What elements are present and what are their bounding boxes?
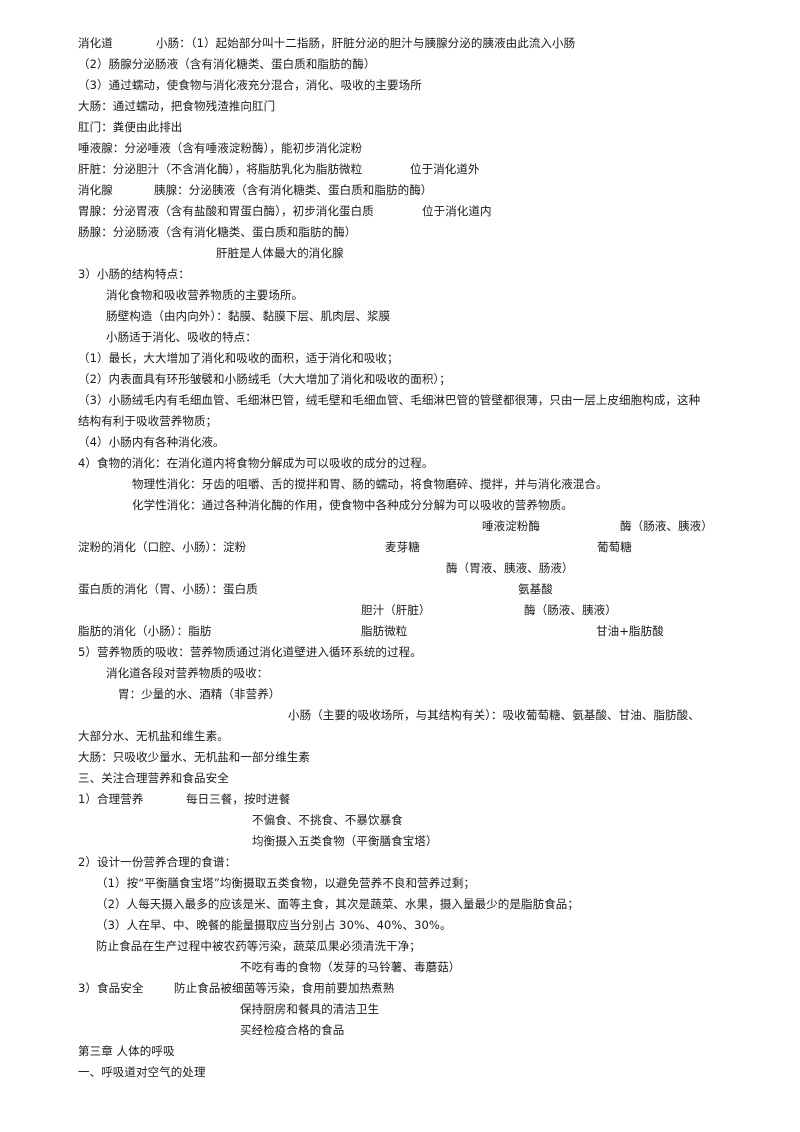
text-fragment: 唾液腺：分泌唾液（含有唾液淀粉酶），能初步消化淀粉 [78, 141, 363, 155]
text-fragment: 消化腺 [78, 183, 113, 197]
text-fragment: 唾液淀粉酶 [482, 519, 540, 533]
text-fragment: 防止食品被细菌等污染，食用前要加热煮熟 [174, 981, 395, 995]
text-fragment: 甘油+脂肪酸 [596, 624, 664, 638]
text-fragment: 1）合理营养 [78, 792, 144, 806]
text-fragment: 蛋白质的消化（胃、小肠）：蛋白质 [78, 582, 258, 596]
text-fragment: 麦芽糖 [385, 540, 420, 554]
text-fragment: （3）通过蠕动，使食物与消化液充分混合，消化、吸收的主要场所 [78, 78, 422, 92]
text-fragment: 肝脏：分泌胆汁（不含消化酶），将脂肪乳化为脂肪微粒 [78, 162, 363, 176]
text-fragment: 胃腺：分泌胃液（含有盐酸和胃蛋白酶），初步消化蛋白质 [78, 204, 374, 218]
text-fragment: 均衡摄入五类食物（平衡膳食宝塔） [252, 834, 438, 848]
text-fragment: 酶（胃液、胰液、肠液） [446, 561, 574, 575]
text-fragment: 2）设计一份营养合理的食谱： [78, 855, 237, 869]
text-fragment: 葡萄糖 [597, 540, 632, 554]
text-fragment: 一、呼吸道对空气的处理 [78, 1065, 206, 1079]
text-fragment: （2）人每天摄入最多的应该是米、面等主食，其次是蔬菜、水果，摄入量最少的是脂肪食… [96, 897, 580, 911]
text-fragment: 消化道 [78, 36, 113, 50]
text-fragment: 化学性消化：通过各种消化酶的作用，使食物中各种成分分解为可以吸收的营养物质。 [132, 498, 573, 512]
text-fragment: 位于消化道内 [422, 204, 492, 218]
text-fragment: 肝脏是人体最大的消化腺 [216, 246, 344, 260]
text-fragment: 不偏食、不挑食、不暴饮暴食 [252, 813, 403, 827]
text-fragment: 肛门：粪便由此排出 [78, 120, 183, 134]
text-fragment: 买经检疫合格的食品 [240, 1023, 345, 1037]
text-fragment: 脂肪的消化（小肠）：脂肪 [78, 624, 212, 638]
text-fragment: 淀粉的消化（口腔、小肠）：淀粉 [78, 540, 247, 554]
text-fragment: 3）小肠的结构特点： [78, 267, 190, 281]
text-fragment: （2）肠腺分泌肠液（含有消化糖类、蛋白质和脂肪的酶） [78, 57, 376, 71]
text-fragment: 消化道各段对营养物质的吸收： [106, 666, 269, 680]
text-fragment: 小肠（主要的吸收场所，与其结构有关）：吸收葡萄糖、氨基酸、甘油、脂肪酸、 [288, 708, 700, 722]
text-fragment: 胰腺：分泌胰液（含有消化糖类、蛋白质和脂肪的酶） [154, 183, 433, 197]
text-fragment: （2）内表面具有环形皱襞和小肠绒毛（大大增加了消化和吸收的面积）； [78, 372, 451, 386]
text-fragment: 酶（肠液、胰液） [524, 603, 617, 617]
text-fragment: 脂肪微粒 [361, 624, 408, 638]
text-fragment: 结构有利于吸收营养物质； [78, 414, 218, 428]
text-fragment: 不吃有毒的食物（发芽的马铃薯、毒蘑菇） [240, 960, 461, 974]
text-fragment: 大部分水、无机盐和维生素。 [78, 729, 229, 743]
text-fragment: 胃：少量的水、酒精（非营养） [118, 687, 281, 701]
text-fragment: 5）营养物质的吸收：营养物质通过消化道壁进入循环系统的过程。 [78, 645, 422, 659]
text-fragment: 氨基酸 [518, 582, 553, 596]
text-fragment: 肠壁构造（由内向外）：黏膜、黏膜下层、肌肉层、浆膜 [106, 309, 391, 323]
text-fragment: 4）食物的消化：在消化道内将食物分解成为可以吸收的成分的过程。 [78, 456, 434, 470]
text-fragment: 小肠：（1）起始部分叫十二指肠，肝脏分泌的胆汁与胰腺分泌的胰液由此流入小肠 [156, 36, 576, 50]
text-fragment: （3）人在早、中、晚餐的能量摄取应当分别占 30%、40%、30%。 [96, 918, 452, 932]
text-fragment: （1）最长，大大增加了消化和吸收的面积，适于消化和吸收； [78, 351, 399, 365]
text-fragment: 每日三餐，按时进餐 [186, 792, 291, 806]
text-fragment: 第三章 人体的呼吸 [78, 1044, 175, 1058]
text-fragment: （3）小肠绒毛内有毛细血管、毛细淋巴管，绒毛壁和毛细血管、毛细淋巴管的管壁都很薄… [78, 393, 701, 407]
text-fragment: 小肠适于消化、吸收的特点： [106, 330, 257, 344]
text-fragment: 肠腺：分泌肠液（含有消化糖类、蛋白质和脂肪的酶） [78, 225, 357, 239]
text-fragment: 位于消化道外 [410, 162, 480, 176]
text-fragment: 防止食品在生产过程中被农药等污染，蔬菜瓜果必须清洗干净； [96, 939, 421, 953]
text-fragment: （4）小肠内有各种消化液。 [78, 435, 225, 449]
text-fragment: （1）按“平衡膳食宝塔”均衡摄取五类食物，以避免营养不良和营养过剩； [96, 876, 476, 890]
text-fragment: 3）食品安全 [78, 981, 144, 995]
text-fragment: 保持厨房和餐具的清洁卫生 [240, 1002, 380, 1016]
text-fragment: 物理性消化：牙齿的咀嚼、舌的搅拌和胃、肠的蠕动，将食物磨碎、搅拌，并与消化液混合… [132, 477, 608, 491]
text-fragment: 大肠：只吸收少量水、无机盐和一部分维生素 [78, 750, 310, 764]
text-fragment: 三、关注合理营养和食品安全 [78, 771, 229, 785]
text-fragment: 酶（肠液、胰液） [620, 519, 713, 533]
text-fragment: 胆汁（肝脏） [361, 603, 431, 617]
text-fragment: 大肠：通过蠕动，把食物残渣推向肛门 [78, 99, 276, 113]
text-fragment: 消化食物和吸收营养物质的主要场所。 [106, 288, 304, 302]
